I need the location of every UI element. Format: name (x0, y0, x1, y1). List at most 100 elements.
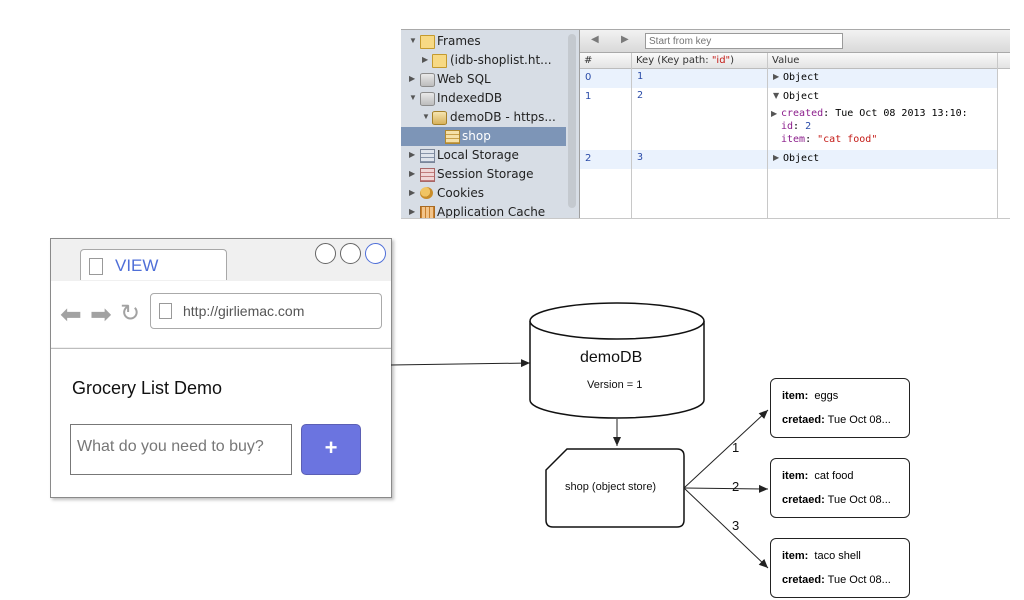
property-name: item (781, 134, 806, 145)
item-value: cat food (814, 470, 854, 482)
local-storage-icon (420, 149, 435, 163)
tree-item-label: Frames (437, 34, 481, 48)
browser-chrome: VIEW ⬅ ➡ ↻ http://girliemac.com (51, 239, 391, 349)
tree-item-label: Application Cache (437, 205, 546, 218)
column-header-num[interactable]: # (584, 55, 593, 66)
tree-item-label: IndexedDB (437, 91, 503, 105)
window-control-circle-icon[interactable] (365, 243, 386, 264)
record-created-line: cretaed: Tue Oct 08... (782, 494, 891, 506)
resources-sidebar: ▼ Frames ▶ (idb-shoplist.ht... ▶ Web SQL… (401, 30, 580, 218)
collapsed-triangle-icon[interactable]: ▶ (409, 74, 416, 83)
sidebar-scrollbar[interactable] (568, 34, 576, 208)
expanded-triangle-icon[interactable]: ▼ (422, 112, 430, 121)
record-box: item: cat food cretaed: Tue Oct 08... (770, 458, 910, 518)
record-item-line: item: cat food (782, 470, 854, 482)
collapsed-triangle-icon[interactable]: ▶ (409, 169, 416, 178)
window-control-circle-icon[interactable] (315, 243, 336, 264)
item-value: taco shell (814, 550, 861, 562)
property-name: created (781, 108, 824, 119)
tree-item-label: Web SQL (437, 72, 491, 86)
connector-arrow (683, 487, 769, 569)
tree-item-application-cache[interactable]: ▶ Application Cache (401, 203, 566, 218)
record-created-line: cretaed: Tue Oct 08... (782, 414, 891, 426)
item-label: item: (782, 390, 809, 402)
reload-icon[interactable]: ↻ (120, 300, 141, 327)
property-value: 2 (805, 121, 812, 132)
add-item-button[interactable]: + (301, 424, 361, 475)
created-label: cretaed: (782, 494, 825, 506)
column-divider[interactable] (767, 53, 768, 218)
key-header-suffix: ) (730, 55, 735, 66)
row-index: 2 (585, 153, 592, 164)
item-input[interactable]: What do you need to buy? (70, 424, 292, 475)
object-store-icon (445, 130, 460, 144)
collapsed-triangle-icon[interactable]: ▶ (771, 109, 778, 118)
back-arrow-icon[interactable]: ⬅ (60, 299, 82, 329)
connector-arrow (683, 409, 769, 489)
table-row[interactable]: 0 1 ▶ Object (580, 69, 998, 88)
browser-tab[interactable]: VIEW (80, 249, 227, 280)
expanded-triangle-icon[interactable]: ▼ (409, 36, 417, 45)
expanded-triangle-icon[interactable]: ▼ (409, 93, 417, 102)
triangle-left-icon[interactable]: ◀ (591, 34, 599, 45)
connector-arrow (683, 484, 769, 493)
tree-item-frame-page[interactable]: ▶ (idb-shoplist.ht... (401, 51, 566, 70)
browser-window: VIEW ⬅ ➡ ↻ http://girliemac.com Grocery … (50, 238, 392, 498)
tree-item-local-storage[interactable]: ▶ Local Storage (401, 146, 566, 165)
row-value: Object (783, 91, 820, 102)
database-name: demoDB (580, 349, 643, 366)
property-value: "cat food" (817, 134, 878, 145)
column-header-key[interactable]: Key (Key path: "id") (632, 53, 734, 68)
connector-arrow (390, 359, 531, 368)
expanded-triangle-icon[interactable]: ▼ (773, 91, 780, 100)
table-row[interactable]: 2 3 ▶ Object (580, 150, 998, 169)
key-path: "id" (711, 55, 731, 66)
collapsed-triangle-icon[interactable]: ▶ (409, 150, 416, 159)
start-from-key-input[interactable] (645, 33, 843, 49)
created-value: Tue Oct 08... (827, 574, 891, 586)
triangle-right-icon[interactable]: ▶ (621, 34, 629, 45)
expand-triangle-icon[interactable]: ▶ (773, 153, 780, 162)
row-index: 0 (585, 72, 592, 83)
expand-triangle-icon[interactable]: ▶ (773, 72, 780, 81)
tree-item-cookies[interactable]: ▶ Cookies (401, 184, 566, 203)
object-store-label: shop (object store) (565, 481, 657, 493)
record-box: item: taco shell cretaed: Tue Oct 08... (770, 538, 910, 598)
tree-item-label: Cookies (437, 186, 484, 200)
input-placeholder: What do you need to buy? (77, 438, 264, 455)
tree-item-shop[interactable]: shop (401, 127, 566, 146)
collapsed-triangle-icon[interactable]: ▶ (409, 188, 416, 197)
edge-label: 3 (732, 518, 740, 533)
collapsed-triangle-icon[interactable]: ▶ (422, 55, 429, 64)
created-value: Tue Oct 08... (827, 414, 891, 426)
tree-item-indexeddb[interactable]: ▼ IndexedDB (401, 89, 566, 108)
tree-item-label: shop (462, 129, 491, 143)
row-key: 3 (637, 152, 644, 163)
column-divider[interactable] (631, 53, 632, 218)
data-view-toolbar: ◀ ▶ (580, 30, 1010, 53)
tree-item-label: (idb-shoplist.ht... (450, 53, 552, 67)
column-header-value[interactable]: Value (772, 55, 800, 66)
database-version: Version = 1 (587, 379, 643, 391)
tree-item-demodb[interactable]: ▼ demoDB - https... (401, 108, 566, 127)
window-control-circle-icon[interactable] (340, 243, 361, 264)
folder-icon (432, 54, 447, 68)
url-text: http://girliemac.com (183, 303, 305, 319)
folder-icon (420, 35, 435, 49)
tree-item-session-storage[interactable]: ▶ Session Storage (401, 165, 566, 184)
column-divider[interactable] (997, 53, 998, 218)
collapsed-triangle-icon[interactable]: ▶ (409, 207, 416, 216)
table-row[interactable]: 1 2 ▼ Object ▶ created: Tue Oct 08 2013 … (580, 88, 998, 150)
address-bar[interactable]: http://girliemac.com (150, 293, 382, 329)
edge-label: 2 (732, 479, 740, 494)
tree-item-frames[interactable]: ▼ Frames (401, 32, 566, 51)
tree-item-web-sql[interactable]: ▶ Web SQL (401, 70, 566, 89)
database-icon (420, 73, 435, 87)
forward-arrow-icon[interactable]: ➡ (90, 299, 112, 329)
tab-title: VIEW (115, 256, 159, 275)
property-value: Tue Oct 08 2013 13:10: (835, 108, 968, 119)
created-label: cretaed: (782, 574, 825, 586)
record-box: item: eggs cretaed: Tue Oct 08... (770, 378, 910, 438)
database-icon (432, 111, 447, 125)
app-cache-icon (420, 206, 435, 218)
